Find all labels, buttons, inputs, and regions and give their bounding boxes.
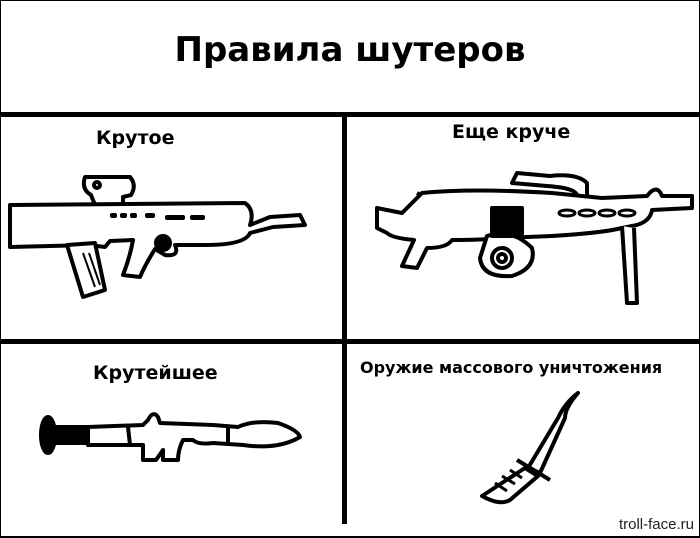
panel-2-caption: Еще круче: [452, 121, 571, 143]
comic-title: Правила шутеров: [174, 30, 526, 70]
watermark: troll-face.ru: [618, 516, 694, 533]
divider-top: [0, 112, 700, 117]
divider-middle: [0, 339, 700, 344]
assault-rifle-icon: [8, 175, 307, 299]
panel-3-caption: Крутейшее: [93, 362, 218, 384]
panel-4-caption: Оружие массового уничтожения: [360, 358, 663, 377]
knife-icon: [480, 391, 580, 505]
machine-gun-icon: [375, 171, 694, 305]
divider-vertical: [342, 112, 347, 524]
panel-1-caption: Крутое: [96, 127, 175, 149]
rocket-launcher-icon: [39, 412, 302, 462]
